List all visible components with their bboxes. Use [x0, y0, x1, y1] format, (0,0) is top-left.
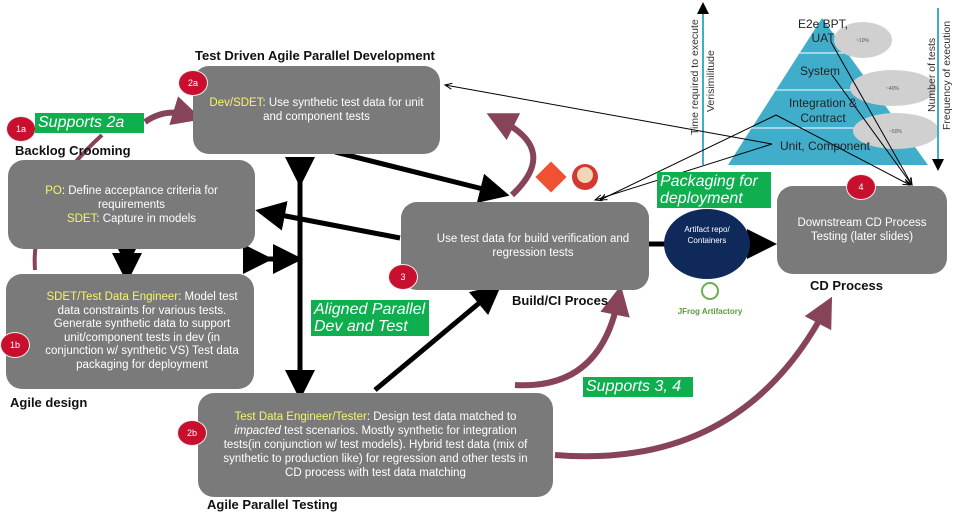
jfrog-label: JFrog Artifactory: [677, 307, 743, 316]
axis-label-verisimilitude: Verisimilitude: [705, 50, 717, 112]
title-build: Build/CI Proces: [512, 293, 609, 308]
badge-3: 3: [388, 264, 418, 290]
label-supports-3-4: Supports 3, 4: [583, 377, 693, 397]
title-backlog: Backlog Crooming: [15, 143, 131, 158]
title-dev: Test Driven Agile Parallel Development: [195, 48, 435, 63]
percent-label: ~10%: [856, 38, 869, 44]
box-2a-dev: Dev/SDET: Use synthetic test data for un…: [193, 66, 440, 154]
percent-ellipse: [834, 22, 892, 58]
badge-1b: 1b: [0, 332, 30, 358]
badge-2a: 2a: [178, 70, 208, 96]
percent-label: ~40%: [886, 86, 899, 92]
git-icon: [535, 161, 567, 193]
box-4-cd: Downstream CD Process Testing (later sli…: [777, 186, 947, 274]
axis-label-frequency: Frequency of execution: [941, 20, 953, 130]
percent-ellipse: [853, 113, 939, 149]
badge-1a: 1a: [6, 116, 36, 142]
label-supports-2a: Supports 2a: [35, 113, 144, 133]
jfrog-logo-icon: [701, 282, 719, 300]
pyramid-level-system: System: [799, 64, 840, 78]
box-1b-design: SDET/Test Data Engineer: Model test data…: [6, 274, 254, 389]
box-2b-testing: Test Data Engineer/Tester: Design test d…: [198, 393, 553, 497]
percent-ellipse: [850, 70, 936, 106]
title-cd: CD Process: [810, 278, 883, 293]
box-3-build: Use test data for build verification and…: [401, 202, 649, 290]
percent-label: ~50%: [889, 129, 902, 135]
artifact-label: Artifact repo/ Containers: [684, 225, 730, 245]
artifact-repo: [664, 209, 750, 279]
label-packaging: Packaging for deployment: [657, 172, 771, 208]
pyramid-level-e2e: E2e BPT, UAT: [797, 17, 849, 45]
box-1a-backlog: PO: Define acceptance criteria for requi…: [8, 160, 255, 249]
pyramid-level-unit: Unit, Component: [779, 139, 871, 153]
pyramid-level-integration: Integration & Contract: [788, 96, 858, 125]
title-testing: Agile Parallel Testing: [207, 497, 338, 512]
axis-label-time: Time required to execute: [689, 19, 701, 135]
label-aligned: Aligned Parallel Dev and Test: [311, 300, 429, 336]
title-design: Agile design: [10, 395, 88, 410]
badge-2b: 2b: [177, 420, 207, 446]
badge-4: 4: [846, 174, 876, 200]
axis-label-number: Number of tests: [926, 37, 938, 112]
